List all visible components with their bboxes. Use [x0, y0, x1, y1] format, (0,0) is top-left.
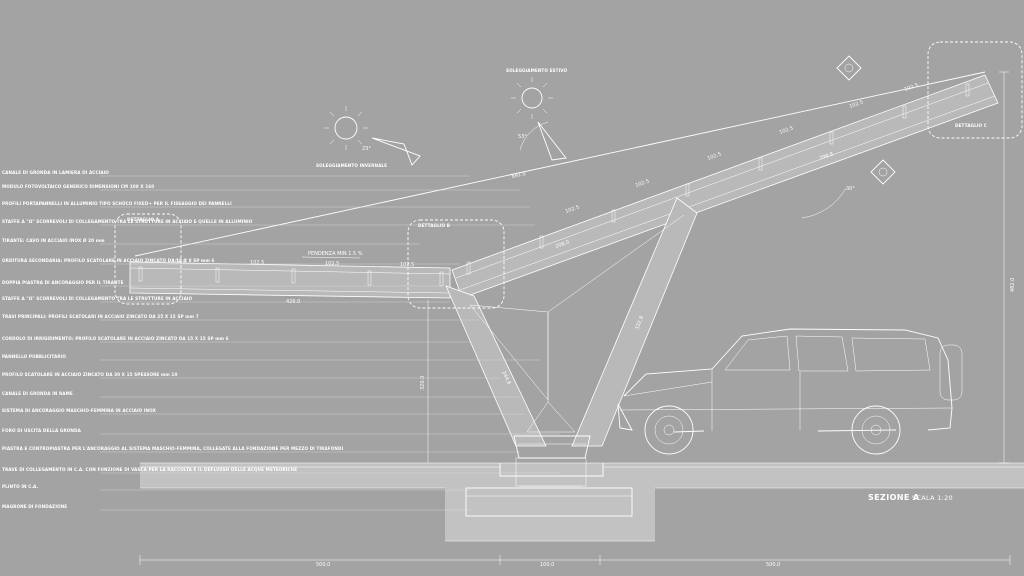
winter-sun-label: SOLEGGIAMENTO INVERNALE: [316, 163, 387, 168]
legend-item: CORDOLO DI IRRIGIDIMENTO: PROFILO SCATOL…: [2, 336, 229, 341]
dim-right-1: 102.5: [565, 204, 581, 215]
dim-right-4: 102.5: [779, 125, 795, 136]
roof-angle: 30°: [846, 186, 855, 192]
dim-right-6: 102.5: [904, 82, 920, 93]
left-strut: [445, 285, 547, 447]
section-title: SEZIONE A: [868, 493, 920, 502]
legend-item: TRAVI PRINCIPALI: PROFILI SCATOLARI IN A…: [2, 314, 199, 319]
section-scale: SCALA 1:20: [912, 494, 953, 502]
summer-sun: SOLEGGIAMENTO ESTIVO 53°: [506, 68, 568, 161]
summer-angle: 53°: [518, 134, 527, 140]
dim-left-1: 100.0: [172, 259, 186, 265]
drawing-title: SEZIONE A SCALA 1:20: [868, 493, 953, 502]
slope-note: PENDENZA MIN 1.5 %: [308, 251, 363, 257]
summer-sun-arrow: [537, 121, 567, 161]
dim-tie: 691.0: [511, 171, 526, 180]
left-panel-brackets: [138, 266, 444, 287]
base-connection: [513, 435, 591, 459]
orientation-icon-top: [836, 55, 862, 81]
dim-base-center: 100.0: [540, 562, 554, 568]
winter-sun-arrow: [371, 137, 421, 166]
detail-b-label: DETTAGLIO B: [418, 223, 450, 228]
detail-c-box: [927, 41, 1023, 139]
north-symbols: 30°: [801, 55, 896, 219]
detail-c-label: DETTAGLIO C: [955, 123, 987, 128]
dim-strut-b: 332.8: [634, 315, 645, 331]
dim-strut-a: 244.6: [500, 370, 512, 386]
car-wheel-front: [644, 405, 694, 455]
legend-item: STAFFE A "Ω" SCORREVOLI DI COLLEGAMENTO …: [2, 219, 253, 224]
legend-item: CANALE DI GRONDA IN RAME: [2, 391, 73, 396]
legend-item: PROFILI PORTAPANNELLI IN ALLUMINIO TIPO …: [2, 201, 232, 206]
legend-item: MAGRONE DI FONDAZIONE: [2, 504, 67, 509]
dim-base-left: 500.0: [316, 562, 330, 568]
legend-item: PIASTRA E CONTROPIASTRA PER L'ANCORAGGIO…: [2, 446, 344, 451]
legend-item: SISTEMA DI ANCORAGGIO MASCHIO-FEMMINA IN…: [2, 408, 157, 413]
legend-item: PANNELLO PUBBLICITARIO: [2, 354, 66, 359]
dim-right-2: 102.5: [635, 178, 651, 189]
detail-a-box: [114, 213, 182, 305]
detail-a-label: DETTAGLIO A: [127, 217, 160, 222]
ground: [140, 457, 1024, 542]
foundation-pit: [445, 488, 655, 541]
dim-column-height: 320.0: [420, 376, 426, 390]
dim-right-3: 102.5: [707, 151, 723, 162]
dimensions: 100.0 102.5 102.5 102.5 426.0 PENDENZA M…: [139, 71, 1016, 568]
dim-right-total: 798.8: [819, 151, 835, 162]
legend-item: MODULO FOTOVOLTAICO GENERICO DIMENSIONI …: [2, 184, 154, 189]
legend-item: PROFILO SCATOLARE IN ACCIAIO ZINCATO DA …: [2, 372, 177, 377]
summer-sun-icon: [521, 87, 543, 109]
legend-item: TRAVE DI COLLEGAMENTO IN C.A. CON FUNZIO…: [2, 467, 297, 472]
legend-item: DOPPIA PIASTRA DI ANCORAGGIO PER IL TIRA…: [2, 280, 124, 285]
orientation-icon-bottom: [870, 159, 896, 185]
winter-sun: SOLEGGIAMENTO INVERNALE 23°: [316, 106, 421, 168]
left-roof: [129, 261, 451, 299]
legend-item: TIRANTE: CAVO IN ACCIAIO INOX Ø 20 mm: [2, 238, 105, 243]
dim-right-5: 102.5: [849, 99, 865, 110]
car-wheel-rear: [851, 405, 901, 455]
winter-sun-icon: [334, 116, 358, 140]
legend-item: CANALE DI GRONDA IN LAMIERA DI ACCIAIO: [2, 170, 109, 175]
winter-angle: 23°: [362, 146, 371, 152]
dim-left-4: 102.5: [400, 262, 414, 268]
support-structure: [445, 197, 698, 459]
dim-height-total: 482.0: [1010, 278, 1016, 292]
right-panel-brackets: [466, 83, 970, 275]
right-strut: [571, 197, 698, 447]
drainage-beam: [499, 463, 604, 477]
legend: CANALE DI GRONDA IN LAMIERA DI ACCIAIO M…: [2, 170, 344, 509]
plinth: [465, 487, 633, 517]
legend-item: STAFFE A "Ω" SCORREVOLI DI COLLEGAMENTO …: [2, 296, 193, 301]
legend-leaders: [100, 175, 560, 511]
dim-right-seg: 208.0: [555, 239, 571, 250]
tie-cable: [134, 71, 986, 257]
dim-base-right: 500.0: [766, 562, 780, 568]
summer-sun-label: SOLEGGIAMENTO ESTIVO: [506, 68, 568, 73]
legend-item: FORO DI USCITA DELLA GRONDA: [2, 428, 82, 433]
legend-item: ORDITURA SECONDARIA: PROFILO SCATOLARE I…: [2, 258, 215, 263]
right-roof: [451, 74, 999, 299]
legend-item: PLINTO IN C.A.: [2, 484, 38, 489]
right-panel-beam: [451, 74, 999, 299]
car-drawing: [617, 328, 963, 455]
dim-left-2: 102.5: [250, 260, 264, 266]
